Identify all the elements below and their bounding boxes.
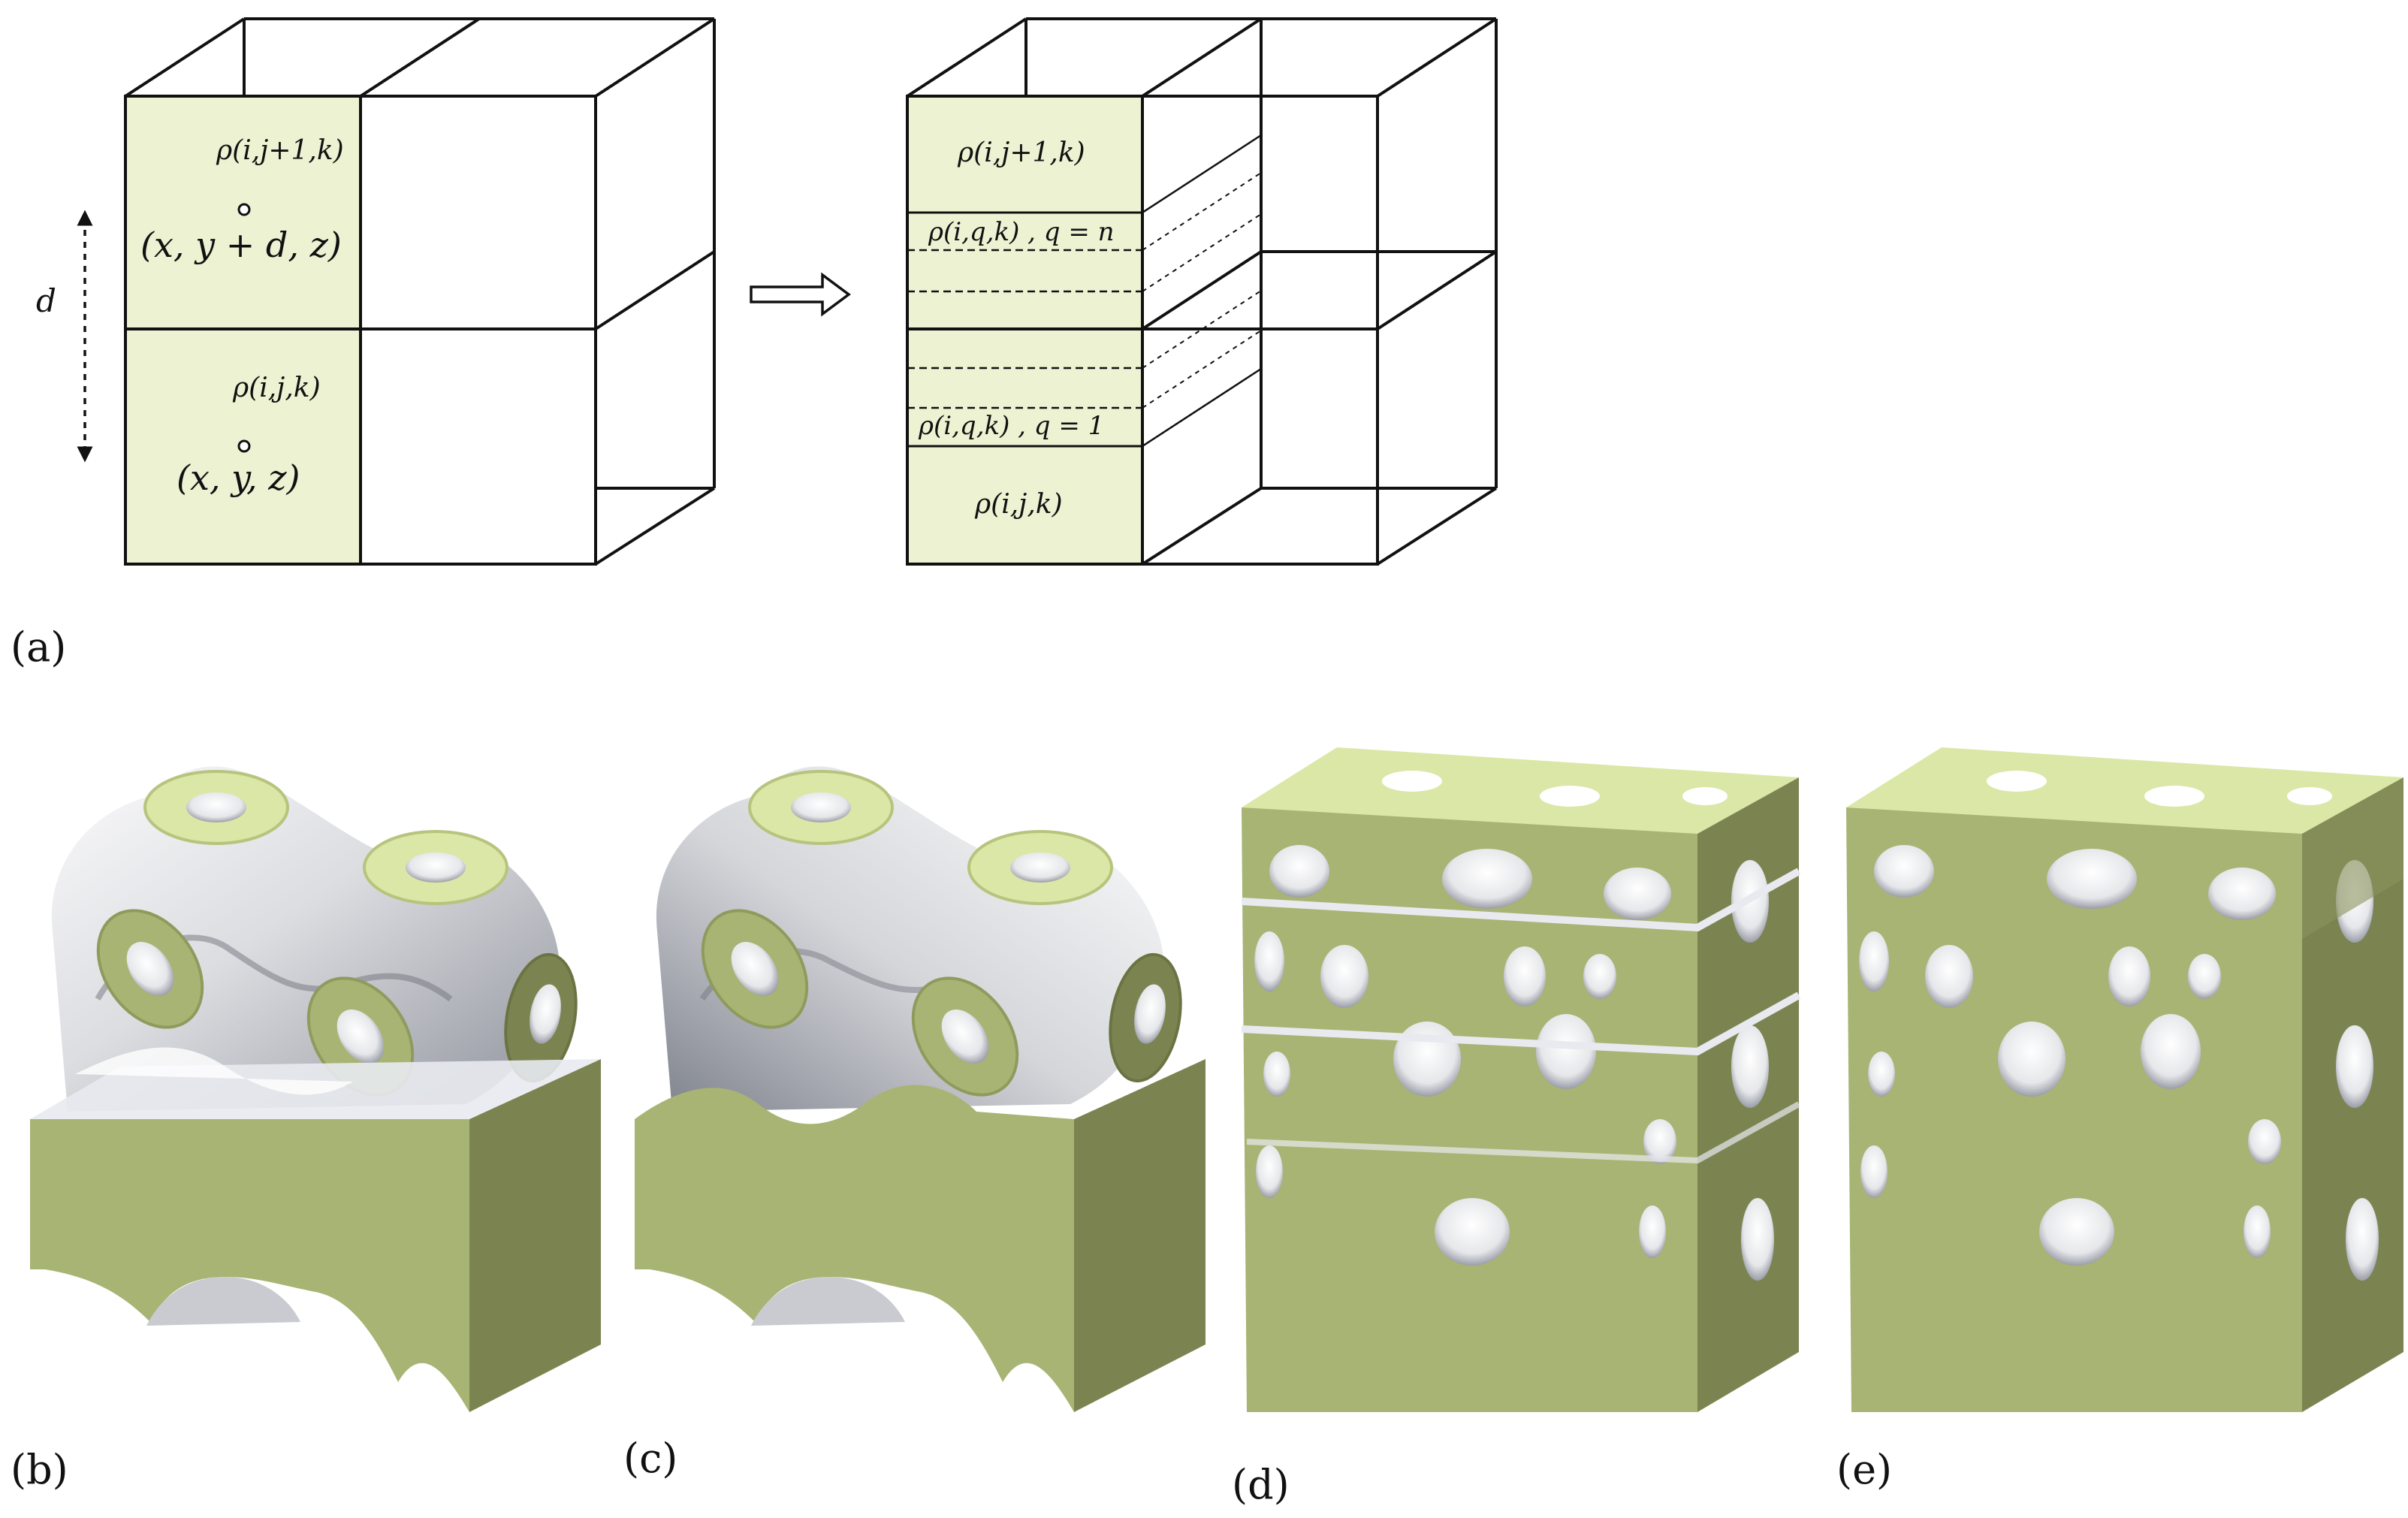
left-point-upper: (x, y + d, z) xyxy=(140,225,342,265)
right-rho-q-bottom: ρ(i,q,k) , q = 1 xyxy=(918,411,1104,441)
right-rho-bottom: ρ(i,j,k) xyxy=(974,489,1063,520)
lattice-c xyxy=(635,766,1206,1412)
left-point-lower: (x, y, z) xyxy=(177,457,300,498)
right-rho-q-top: ρ(i,q,k) , q = n xyxy=(928,217,1115,247)
transform-arrow xyxy=(750,272,851,317)
caption-b: (b) xyxy=(11,1446,68,1493)
caption-d: (d) xyxy=(1232,1461,1290,1508)
right-cube xyxy=(906,17,1498,566)
point-lower-marker xyxy=(237,439,251,453)
spacing-label: d xyxy=(36,282,56,319)
lattice-e xyxy=(1846,747,2403,1412)
left-rho-upper: ρ(i,j+1,k) xyxy=(216,135,344,166)
left-rho-lower: ρ(i,j,k) xyxy=(232,373,321,403)
caption-e: (e) xyxy=(1836,1446,1892,1493)
caption-c: (c) xyxy=(623,1435,677,1482)
caption-a: (a) xyxy=(11,623,66,671)
point-upper-marker xyxy=(237,203,251,216)
lattice-d xyxy=(1241,747,1801,1412)
right-rho-top: ρ(i,j+1,k) xyxy=(957,137,1085,168)
lattice-b xyxy=(30,766,601,1412)
